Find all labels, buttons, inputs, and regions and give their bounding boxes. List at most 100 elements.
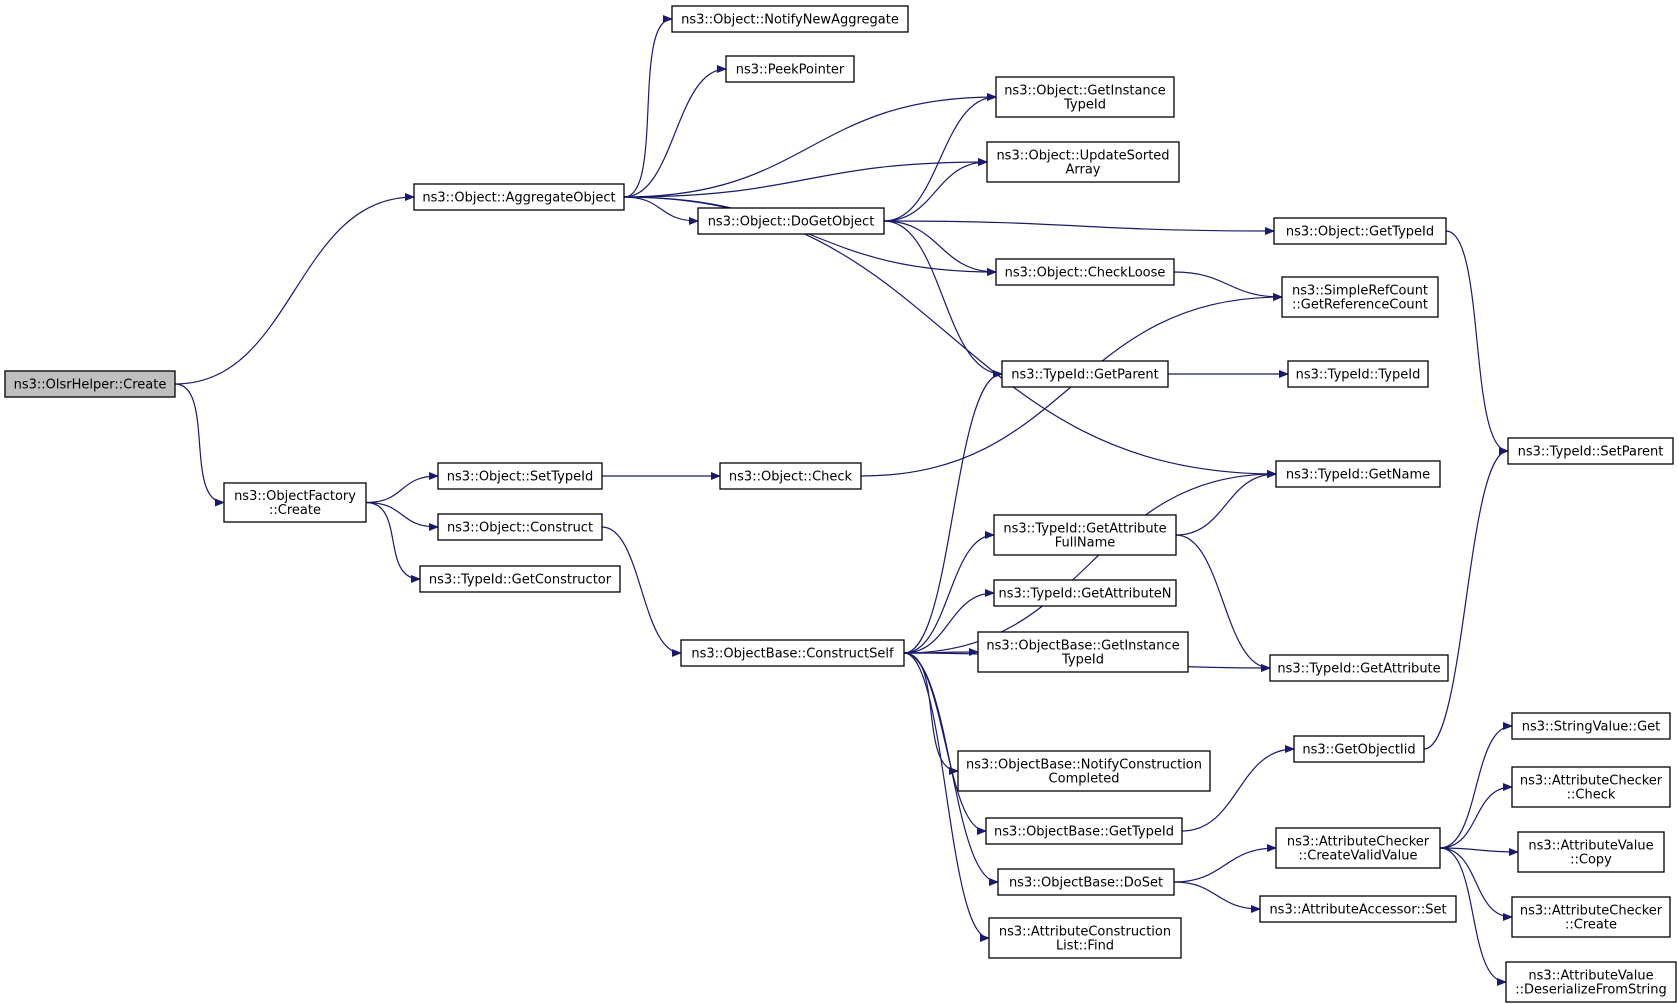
node-typeid-get-parent[interactable]: ns3::TypeId::GetParent bbox=[1001, 360, 1169, 388]
edge-get_attribute_fullname-to-typeid_get_name bbox=[1175, 470, 1277, 536]
node-label: ns3::Object::SetTypeId bbox=[447, 470, 593, 485]
node-label: ns3::ObjectBase::GetInstance bbox=[986, 639, 1179, 654]
node-typeid-typeid[interactable]: ns3::TypeId::TypeId bbox=[1287, 360, 1429, 388]
node-objectbase-get-typeid[interactable]: ns3::ObjectBase::GetTypeId bbox=[985, 817, 1183, 845]
node-box bbox=[1269, 654, 1449, 682]
edge-aggregate_object-to-notify_new_aggregate bbox=[623, 15, 673, 198]
edge-aggregate_object-to-update_sorted_array bbox=[623, 158, 988, 198]
edge-object_factory_create-to-typeid_get_constructor bbox=[365, 501, 421, 583]
node-box bbox=[4, 370, 176, 398]
node-olsr-create[interactable]: ns3::OlsrHelper::Create bbox=[4, 370, 176, 398]
node-label: ns3::GetObjectIid bbox=[1302, 743, 1415, 758]
node-box bbox=[1001, 360, 1169, 388]
node-typeid-get-constructor[interactable]: ns3::TypeId::GetConstructor bbox=[419, 565, 621, 593]
node-aggregate-object[interactable]: ns3::Object::AggregateObject bbox=[413, 183, 625, 211]
node-typeid-get-name[interactable]: ns3::TypeId::GetName bbox=[1275, 460, 1441, 488]
node-label: ns3::AttributeConstruction bbox=[999, 925, 1171, 940]
node-box bbox=[1507, 437, 1674, 465]
node-box bbox=[977, 631, 1189, 673]
node-box bbox=[437, 462, 603, 490]
edge-do_get_object-to-object_get_typeid bbox=[883, 220, 1275, 235]
node-label: ns3::Object::DoGetObject bbox=[708, 215, 875, 230]
edge-aggregate_object-to-do_get_object bbox=[623, 196, 699, 225]
node-construct-self[interactable]: ns3::ObjectBase::ConstructSelf bbox=[680, 639, 905, 667]
node-label: ns3::AttributeValue bbox=[1528, 839, 1653, 854]
node-check-loose[interactable]: ns3::Object::CheckLoose bbox=[995, 258, 1175, 286]
node-create-valid-value[interactable]: ns3::AttributeChecker::CreateValidValue bbox=[1275, 827, 1441, 869]
edge-construct_self-to-typeid_get_name bbox=[903, 470, 1277, 654]
node-attribute-value-copy[interactable]: ns3::AttributeValue::Copy bbox=[1517, 831, 1665, 873]
node-label: ns3::AttributeAccessor::Set bbox=[1269, 903, 1446, 918]
node-label: ns3::ObjectFactory bbox=[234, 489, 356, 504]
node-deserialize-from-string[interactable]: ns3::AttributeValue::DeserializeFromStri… bbox=[1505, 961, 1677, 1003]
node-box bbox=[957, 750, 1211, 792]
nodes: ns3::OlsrHelper::Create ns3::Object::Aggr… bbox=[4, 5, 1677, 1003]
edge-construct_self-to-get_attribute_n bbox=[903, 589, 995, 654]
node-box bbox=[1505, 961, 1677, 1003]
node-label: ns3::TypeId::GetName bbox=[1286, 468, 1430, 483]
node-object-set-typeid[interactable]: ns3::Object::SetTypeId bbox=[437, 462, 603, 490]
node-box bbox=[1287, 360, 1429, 388]
node-label: ns3::AttributeChecker bbox=[1520, 774, 1663, 789]
edge-object_factory_create-to-object_set_typeid bbox=[365, 472, 439, 504]
edge-create_valid_value-to-attribute_checker_create bbox=[1439, 847, 1513, 921]
node-box bbox=[1275, 827, 1441, 869]
node-get-reference-count[interactable]: ns3::SimpleRefCount::GetReferenceCount bbox=[1281, 276, 1439, 318]
node-box bbox=[995, 76, 1175, 118]
node-attribute-checker-create[interactable]: ns3::AttributeChecker::Create bbox=[1511, 896, 1671, 938]
node-label: ns3::Object::CheckLoose bbox=[1005, 266, 1166, 281]
node-box bbox=[1511, 712, 1671, 740]
node-label: ns3::Object::NotifyNewAggregate bbox=[681, 13, 899, 28]
node-label: ns3::Object::AggregateObject bbox=[422, 191, 615, 206]
edge-construct_self-to-notify_construction_completed bbox=[903, 652, 959, 775]
node-label: ::DeserializeFromString bbox=[1515, 983, 1667, 998]
node-box bbox=[988, 917, 1182, 959]
edge-check_loose-to-get_reference_count bbox=[1173, 271, 1283, 301]
node-string-value-get[interactable]: ns3::StringValue::Get bbox=[1511, 712, 1671, 740]
node-object-factory-create[interactable]: ns3::ObjectFactory::Create bbox=[223, 482, 367, 523]
node-do-get-object[interactable]: ns3::Object::DoGetObject bbox=[697, 207, 885, 235]
node-label: ns3::TypeId::GetAttributeN bbox=[998, 587, 1171, 602]
node-label: ns3::Object::Check bbox=[729, 470, 853, 485]
node-objectbase-do-set[interactable]: ns3::ObjectBase::DoSet bbox=[997, 868, 1175, 896]
node-object-check[interactable]: ns3::Object::Check bbox=[719, 462, 862, 490]
edge-objectbase_do_set-to-attribute_accessor_set bbox=[1173, 881, 1261, 913]
node-label: ns3::PeekPointer bbox=[736, 63, 845, 78]
node-attribute-accessor-set[interactable]: ns3::AttributeAccessor::Set bbox=[1259, 895, 1457, 923]
node-get-object-iid[interactable]: ns3::GetObjectIid bbox=[1293, 735, 1425, 763]
edge-aggregate_object-to-get_instance_typeid bbox=[623, 93, 997, 198]
edge-olsr_create-to-aggregate_object bbox=[174, 193, 415, 385]
edge-olsr_create-to-object_factory_create bbox=[174, 383, 225, 507]
node-typeid-set-parent[interactable]: ns3::TypeId::SetParent bbox=[1507, 437, 1674, 465]
node-peek-pointer[interactable]: ns3::PeekPointer bbox=[725, 55, 855, 83]
node-label: ::Check bbox=[1567, 788, 1616, 803]
edge-do_get_object-to-update_sorted_array bbox=[883, 158, 988, 222]
node-notify-construction-completed[interactable]: ns3::ObjectBase::NotifyConstructionCompl… bbox=[957, 750, 1211, 792]
node-box bbox=[1511, 766, 1671, 808]
node-object-construct[interactable]: ns3::Object::Construct bbox=[437, 513, 603, 541]
node-attribute-checker-check[interactable]: ns3::AttributeChecker::Check bbox=[1511, 766, 1671, 808]
node-label: ns3::AttributeValue bbox=[1528, 969, 1653, 984]
edge-object_get_typeid-to-typeid_set_parent bbox=[1445, 230, 1509, 455]
node-label: ns3::TypeId::GetAttribute bbox=[1277, 662, 1440, 677]
edge-object_construct-to-construct_self bbox=[601, 526, 682, 657]
node-typeid-get-attribute[interactable]: ns3::TypeId::GetAttribute bbox=[1269, 654, 1449, 682]
node-notify-new-aggregate[interactable]: ns3::Object::NotifyNewAggregate bbox=[671, 5, 909, 33]
node-box bbox=[680, 639, 905, 667]
node-box bbox=[1517, 831, 1665, 873]
node-label: ns3::ObjectBase::NotifyConstruction bbox=[966, 758, 1202, 773]
node-box bbox=[719, 462, 862, 490]
node-object-get-typeid[interactable]: ns3::Object::GetTypeId bbox=[1273, 217, 1447, 245]
node-label: ::Copy bbox=[1570, 853, 1612, 868]
node-box bbox=[1293, 735, 1425, 763]
node-box bbox=[985, 817, 1183, 845]
node-get-attribute-n[interactable]: ns3::TypeId::GetAttributeN bbox=[993, 579, 1177, 607]
node-box bbox=[993, 514, 1177, 556]
node-box bbox=[1273, 217, 1447, 245]
